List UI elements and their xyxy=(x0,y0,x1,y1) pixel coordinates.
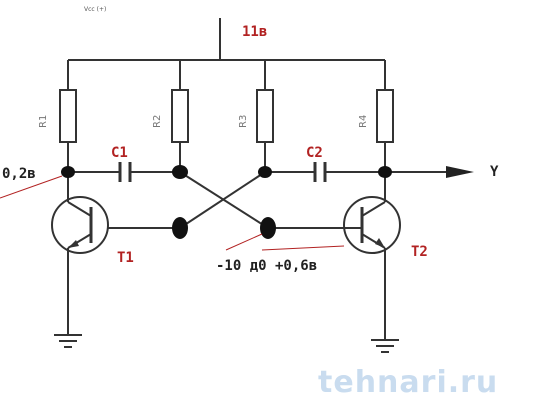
output-label: Y xyxy=(490,164,499,180)
capacitor-c2 xyxy=(313,162,327,182)
transistor-t1 xyxy=(51,196,109,254)
junction-node xyxy=(61,166,75,178)
cross-wire-2 xyxy=(179,171,266,229)
resistor-r4-label: R4 xyxy=(358,115,369,128)
transistor-t2 xyxy=(343,196,401,254)
resistor-r3: R3 xyxy=(238,89,274,143)
annotation-pointer xyxy=(261,245,345,251)
ground-icon xyxy=(371,339,399,353)
junction-node xyxy=(260,217,276,239)
annotation-pointer xyxy=(225,233,263,251)
transistor-t1-label: T1 xyxy=(117,250,134,266)
resistor-r1-label: R1 xyxy=(38,115,49,128)
left-voltage-label: 0,2в xyxy=(2,166,36,182)
resistor-r1: R1 xyxy=(38,89,77,143)
junction-node xyxy=(172,217,188,239)
junction-node xyxy=(258,166,272,178)
capacitor-c1 xyxy=(118,162,132,182)
vcc-label: Vcc (+) xyxy=(84,6,106,13)
resistor-r4: R4 xyxy=(358,89,394,143)
junction-node xyxy=(172,165,188,179)
ground-icon xyxy=(54,334,82,348)
watermark-text: tehnari.ru xyxy=(318,365,498,400)
junction-node xyxy=(378,166,392,178)
capacitor-c1-label: C1 xyxy=(111,145,128,161)
annotation-pointer xyxy=(0,175,63,199)
resistor-r2-label: R2 xyxy=(152,115,163,128)
resistor-r2: R2 xyxy=(152,89,189,143)
resistor-r3-label: R3 xyxy=(238,115,249,128)
output-arrow-icon xyxy=(446,166,474,178)
capacitor-c2-label: C2 xyxy=(306,145,323,161)
base-voltage-range-label: -10 д0 +0,6в xyxy=(216,258,317,274)
transistor-t2-label: T2 xyxy=(411,244,428,260)
supply-voltage-label: 11в xyxy=(242,24,267,40)
